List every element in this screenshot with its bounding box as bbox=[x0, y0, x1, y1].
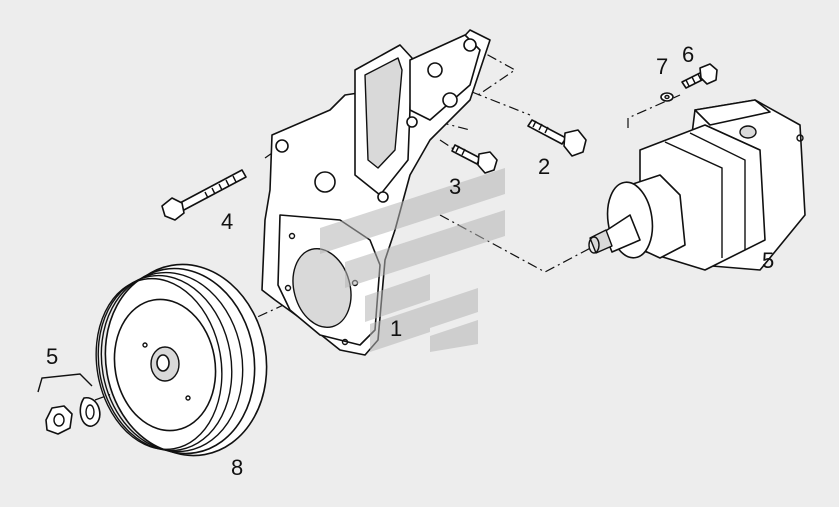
callout-labels: 1 2 3 4 5 5 6 7 8 bbox=[46, 42, 774, 480]
washer-7 bbox=[660, 92, 674, 102]
bolt-2 bbox=[527, 119, 587, 157]
callout-6: 6 bbox=[682, 42, 694, 67]
callout-8: 8 bbox=[231, 455, 243, 480]
callout-5-pump: 5 bbox=[762, 248, 774, 273]
watermark-logo bbox=[320, 168, 505, 352]
callout-2: 2 bbox=[538, 154, 550, 179]
callout-1: 1 bbox=[390, 316, 402, 341]
nut-and-washer bbox=[37, 373, 101, 435]
bolt-6 bbox=[681, 63, 718, 89]
bolt-long bbox=[161, 169, 247, 221]
pulley bbox=[95, 263, 268, 457]
mounting-bracket bbox=[261, 29, 491, 356]
callout-3: 3 bbox=[449, 174, 461, 199]
callout-5-nut: 5 bbox=[46, 344, 58, 369]
callout-4: 4 bbox=[221, 209, 233, 234]
callout-7: 7 bbox=[656, 54, 668, 79]
bolt-3 bbox=[451, 144, 498, 174]
power-steering-pump bbox=[588, 99, 806, 271]
